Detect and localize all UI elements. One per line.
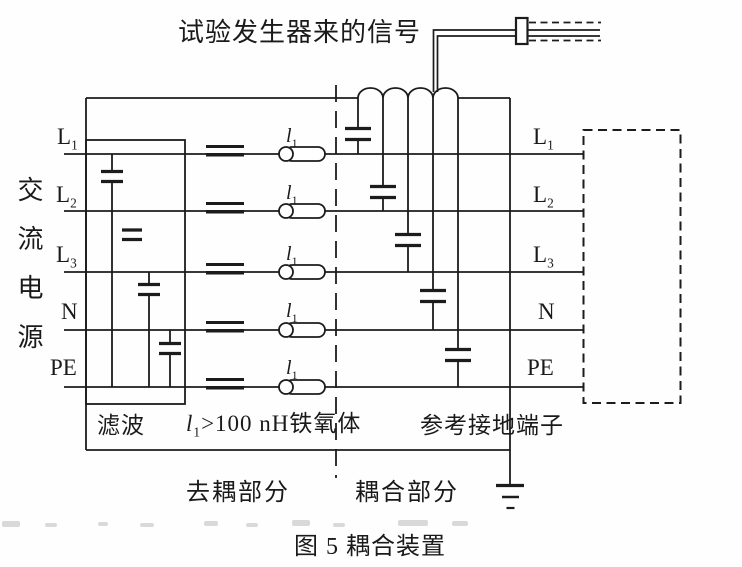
coax-signal-inner (436, 35, 600, 92)
filter-capacitor-2 (138, 282, 160, 297)
filter-capacitor-1 (101, 169, 123, 184)
ferrite-label-L2: l1 (286, 182, 298, 206)
label-main: PE (50, 355, 77, 380)
artifact-smudge (45, 523, 57, 527)
label-sub: 2 (547, 195, 554, 211)
figure-caption: 图 5 耦合装置 (294, 534, 446, 560)
artifact-smudge (204, 521, 218, 526)
artifact-smudge (292, 520, 310, 526)
filter-capacitor-float (122, 228, 142, 242)
coax-connector-icon (514, 16, 529, 46)
coupling-selector-arcs (357, 87, 459, 99)
decoupling-choke-L2 (206, 202, 244, 214)
label-main: L (533, 242, 548, 267)
label-rest: >100 nH铁氧体 (201, 411, 362, 436)
label-sub: 1 (547, 137, 554, 153)
ferrite-label-L3: l1 (286, 243, 298, 267)
artifact-smudge (2, 521, 20, 527)
ferrite-note: l1>100 nH铁氧体 (186, 411, 362, 439)
label-main: N (61, 299, 78, 324)
ferrite-label-N: l1 (286, 300, 298, 324)
decoupling-choke-N (206, 321, 244, 333)
diagram-title: 试验发生器来的信号 (178, 18, 422, 47)
line-label-left-N: N (61, 300, 78, 323)
line-label-right-L3: L3 (533, 242, 554, 270)
line-label-right-N: N (538, 300, 555, 323)
ferrite-bead-N (278, 322, 326, 338)
label-main: l (286, 243, 292, 265)
artifact-smudge (452, 521, 468, 526)
coupling-capacitor-N (420, 288, 446, 304)
earth-ground-icon (496, 483, 524, 510)
label-sub: 1 (291, 136, 298, 150)
artifact-smudge (246, 523, 258, 527)
ferrite-bead-L1 (278, 146, 326, 162)
line-label-left-PE: PE (50, 356, 77, 379)
label-main: l (286, 182, 292, 204)
label-main: L (56, 242, 71, 267)
line-label-right-L2: L2 (533, 182, 554, 210)
ferrite-bead-L3 (278, 264, 326, 280)
label-main: L (57, 124, 72, 149)
ferrite-label-PE: l1 (286, 357, 298, 381)
coupling-capacitor-L3 (395, 232, 421, 248)
line-label-left-L3: L3 (56, 242, 77, 270)
filter-capacitor-3 (159, 341, 181, 356)
label-sub: 1 (291, 368, 298, 382)
label-main: l (286, 125, 292, 147)
coupling-capacitor-PE (445, 347, 471, 363)
line-label-right-PE: PE (527, 356, 554, 379)
filter-box (85, 139, 186, 405)
label-sub: 2 (70, 195, 77, 211)
decoupling-choke-L1 (206, 145, 244, 157)
label-sub: 1 (193, 424, 202, 440)
label-sub: 1 (291, 193, 298, 207)
artifact-smudge (140, 523, 154, 527)
label-main: l (286, 357, 292, 379)
label-main: PE (527, 355, 554, 380)
label-sub: 3 (547, 255, 554, 271)
line-label-left-L2: L2 (56, 182, 77, 210)
ferrite-bead-L2 (278, 203, 326, 219)
eut-dashed-box (582, 129, 682, 404)
ferrite-label-L1: l1 (286, 125, 298, 149)
decoupling-section-label: 去耦部分 (186, 480, 290, 506)
coupling-capacitor-L2 (370, 184, 396, 200)
artifact-smudge (98, 522, 108, 526)
decoupling-choke-PE (206, 378, 244, 390)
decoupling-choke-L3 (206, 263, 244, 275)
label-main: L (533, 182, 548, 207)
line-label-left-L1: L1 (57, 124, 78, 152)
label-main: l (286, 300, 292, 322)
label-main: l (186, 411, 194, 436)
label-sub: 1 (291, 254, 298, 268)
ferrite-bead-PE (278, 379, 326, 395)
reference-ground-note: 参考接地端子 (420, 413, 564, 438)
coupling-capacitor-L1 (345, 126, 371, 142)
label-sub: 3 (70, 255, 77, 271)
artifact-smudge (398, 520, 428, 526)
label-sub: 1 (291, 311, 298, 325)
filter-note: 滤波 (97, 413, 145, 438)
line-label-right-L1: L1 (533, 124, 554, 152)
coupling-section-label: 耦合部分 (355, 480, 459, 506)
label-main: L (56, 182, 71, 207)
label-main: N (538, 299, 555, 324)
label-sub: 1 (71, 137, 78, 153)
label-main: L (533, 124, 548, 149)
artifact-smudge (333, 523, 345, 527)
coax-signal-outer (432, 29, 600, 92)
ac-source-label: 交流电源 (14, 176, 43, 372)
